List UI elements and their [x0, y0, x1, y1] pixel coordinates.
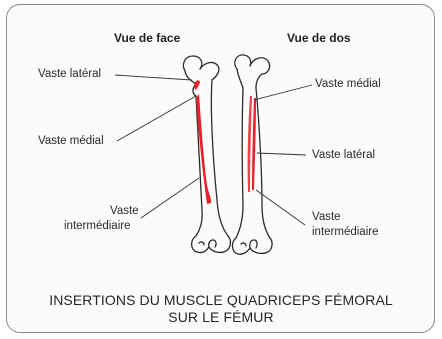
caption-line-1: INSERTIONS DU MUSCLE QUADRICEPS FÉMORAL — [0, 292, 442, 309]
front-vastus-intermediate-label-1: Vaste — [110, 205, 139, 218]
front-view-heading: Vue de face — [114, 31, 180, 45]
front-vastus-medial-label: Vaste médial — [38, 135, 104, 148]
femur-front-view — [183, 56, 230, 253]
caption-line-2: SUR LE FÉMUR — [0, 309, 442, 326]
back-muscle-insertion-medial — [252, 98, 256, 190]
back-view-heading: Vue de dos — [287, 31, 351, 45]
front-vastus-intermediate-label-2: intermédiaire — [64, 220, 130, 233]
back-vastus-intermediate-label-2: intermédiaire — [312, 226, 378, 239]
back-vastus-medial-label: Vaste médial — [315, 78, 381, 91]
front-muscle-insertion-top — [194, 80, 200, 90]
back-vastus-intermediate-label-1: Vaste — [312, 211, 341, 224]
back-muscle-insertion-lateral — [248, 96, 252, 192]
front-vastus-lateral-label: Vaste latéral — [38, 68, 101, 81]
back-vastus-lateral-label: Vaste latéral — [312, 149, 375, 162]
femur-back-view — [232, 55, 272, 254]
